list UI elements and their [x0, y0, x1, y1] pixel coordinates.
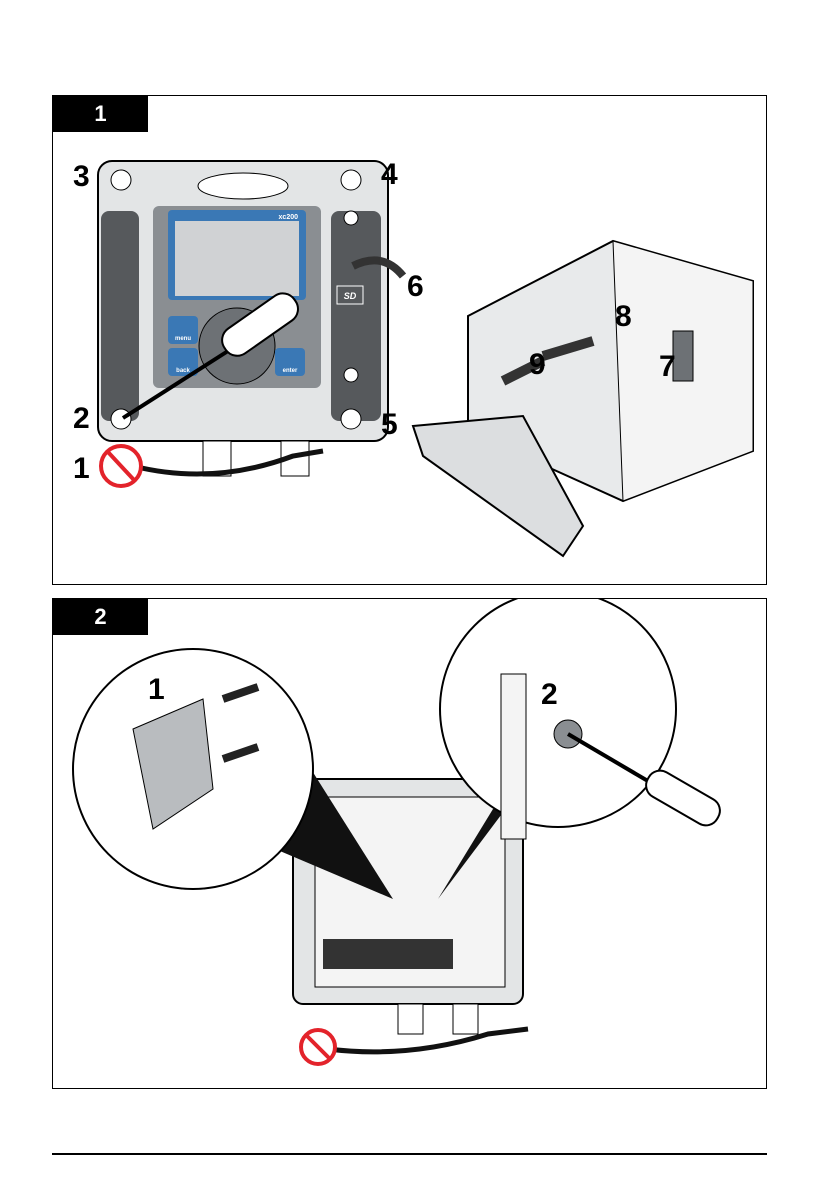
callout-9: 9	[529, 348, 546, 381]
callout-2: 2	[541, 678, 558, 711]
callout-4: 4	[381, 158, 398, 191]
detail-circle-screw	[440, 599, 676, 827]
illustration-controller-removal: xc200 menu back enter SD	[53, 96, 766, 584]
footer-rule	[52, 1153, 767, 1155]
model-label: xc200	[279, 214, 299, 221]
callout-3: 3	[73, 160, 90, 193]
callout-1: 1	[148, 673, 165, 706]
svg-text:enter: enter	[283, 368, 298, 374]
callout-5: 5	[381, 408, 398, 441]
sd-slot-label: SD	[344, 291, 357, 301]
controller-front: xc200 menu back enter SD	[98, 161, 403, 486]
figure-step-2: 2 1 2	[52, 598, 767, 1089]
callout-1: 1	[73, 452, 90, 485]
callout-7: 7	[659, 350, 676, 383]
svg-text:menu: menu	[175, 336, 191, 342]
figure-step-1: 1 xc200 menu back enter SD	[52, 95, 767, 585]
callout-2: 2	[73, 402, 90, 435]
illustration-bracket-installation: 1 2	[53, 599, 766, 1088]
svg-text:back: back	[176, 368, 190, 374]
callout-6: 6	[407, 270, 424, 303]
open-enclosure	[413, 241, 753, 556]
callout-8: 8	[615, 300, 632, 333]
